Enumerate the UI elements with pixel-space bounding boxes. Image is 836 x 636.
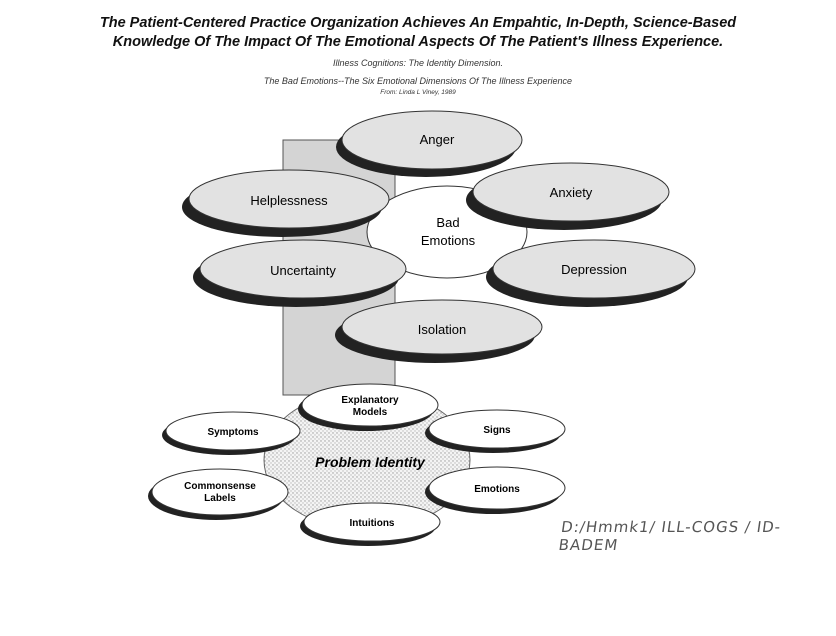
- problem-identity-label: Problem Identity: [315, 454, 426, 470]
- label-anger: Anger: [420, 132, 455, 147]
- emotion-helplessness: Helplessness: [182, 169, 390, 237]
- item-explanatory-models: Explanatory Models: [298, 383, 439, 431]
- title-line-2: Knowledge Of The Impact Of The Emotional…: [112, 34, 724, 50]
- subtitle-1: Illness Cognitions: The Identity Dimensi…: [332, 58, 504, 68]
- label-isolation: Isolation: [418, 322, 466, 337]
- item-emotions: Emotions: [425, 466, 566, 514]
- emotion-uncertainty: Uncertainty: [193, 239, 407, 307]
- label-labels: Labels: [204, 493, 236, 504]
- label-emotions: Emotions: [474, 484, 520, 495]
- title-line-1: The Patient-Centered Practice Organizati…: [99, 15, 737, 31]
- label-symptoms: Symptoms: [207, 427, 259, 438]
- label-models: Models: [353, 407, 388, 418]
- label-anxiety: Anxiety: [550, 185, 593, 200]
- subtitle-2: The Bad Emotions--The Six Emotional Dime…: [263, 76, 573, 86]
- label-depression: Depression: [561, 262, 627, 277]
- label-commonsense: Commonsense: [184, 481, 256, 492]
- emotion-isolation: Isolation: [335, 299, 543, 363]
- label-explanatory: Explanatory: [341, 395, 399, 406]
- label-uncertainty: Uncertainty: [270, 263, 336, 278]
- label-signs: Signs: [483, 425, 511, 436]
- item-symptoms: Symptoms: [162, 411, 301, 455]
- source: From: Linda L Viney, 1989: [380, 89, 456, 96]
- item-commonsense-labels: Commonsense Labels: [148, 468, 289, 520]
- label-helplessness: Helplessness: [250, 193, 328, 208]
- emotion-depression: Depression: [486, 239, 696, 307]
- emotion-anger: Anger: [336, 110, 523, 177]
- handwritten-note: D:/Hmmk1/ ILL-COGS / ID-BADEM: [557, 518, 783, 554]
- item-signs: Signs: [425, 409, 566, 453]
- item-intuitions: Intuitions: [300, 502, 441, 546]
- center-label-1: Bad: [436, 215, 459, 230]
- emotion-anxiety: Anxiety: [466, 162, 670, 230]
- center-label-2: Emotions: [421, 233, 476, 248]
- label-intuitions: Intuitions: [350, 518, 395, 529]
